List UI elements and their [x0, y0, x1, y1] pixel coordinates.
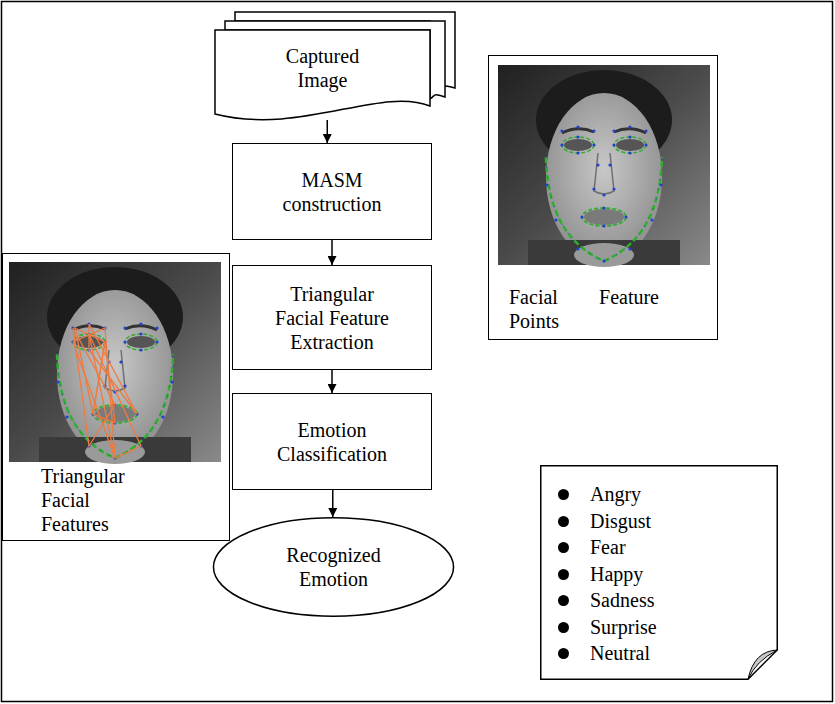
node-label: Triangular Facial Feature Extraction: [264, 282, 400, 354]
note-sheet: AngryDisgustFearHappySadnessSurpriseNeut…: [540, 465, 778, 680]
node-label: Emotion Classification: [264, 418, 400, 466]
document-stack: [215, 12, 455, 120]
document-shape: Captured Image: [215, 30, 430, 120]
node-label: Captured Image: [264, 44, 382, 92]
list-item: Fear: [590, 534, 626, 561]
list-item: Disgust: [590, 508, 651, 535]
process-box: MASM construction: [232, 143, 432, 240]
panel-caption: Triangular Facial Features: [41, 464, 151, 536]
image-panel: Facial Feature Points: [488, 55, 718, 340]
process-box: Emotion Classification: [232, 393, 432, 490]
node-label: Recognized Emotion: [269, 543, 399, 591]
list-item: Happy: [590, 561, 643, 588]
face-photo: [498, 65, 710, 267]
node-label: MASM construction: [264, 168, 400, 216]
list-item: Sadness: [590, 587, 654, 614]
flow-arrow: [331, 370, 333, 393]
flow-arrow: [327, 120, 329, 143]
triangle-lines: [73, 324, 141, 458]
terminal-ellipse: Recognized Emotion: [212, 517, 455, 617]
face-photo: [9, 262, 221, 464]
process-box: Triangular Facial Feature Extraction: [232, 265, 432, 370]
note-outline: [540, 465, 778, 680]
flow-arrow: [331, 240, 333, 265]
ellipse-outline: [212, 517, 455, 617]
list-item: Neutral: [590, 640, 650, 667]
list-item: Angry: [590, 481, 641, 508]
image-panel: Triangular Facial Features: [2, 253, 230, 541]
flow-arrow: [332, 490, 334, 517]
list-item: Surprise: [590, 614, 657, 641]
panel-caption: Facial Feature Points: [509, 285, 659, 333]
